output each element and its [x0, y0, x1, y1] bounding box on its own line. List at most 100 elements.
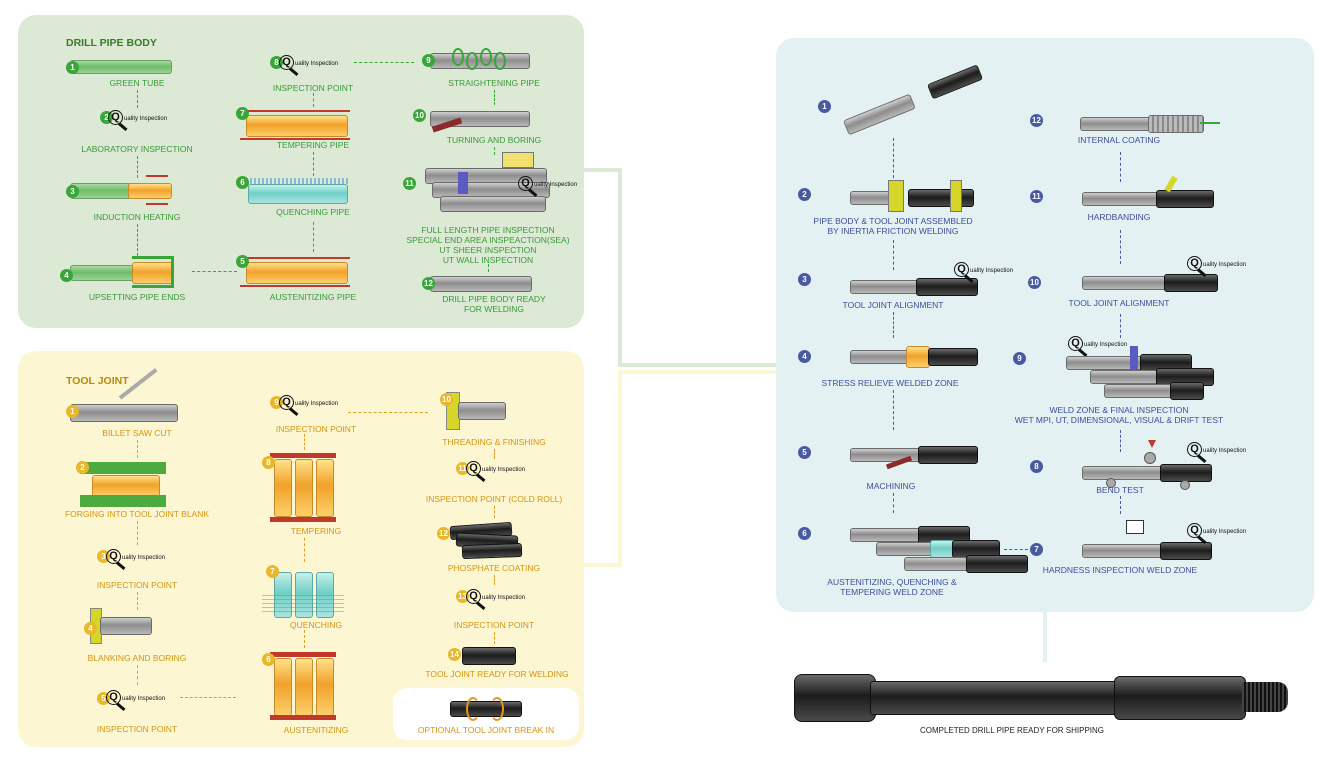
tempering-heater-bottom: [240, 138, 350, 140]
flow-arrow: [137, 592, 138, 610]
step-label: INSPECTION POINT: [275, 424, 357, 434]
forging-press-top: [80, 462, 166, 474]
friction-welder-clamp: [888, 180, 904, 212]
step-number: 7: [236, 107, 249, 120]
austenitizing-joint: [316, 658, 334, 716]
final-inspection-joint: [1170, 382, 1204, 400]
final-pipe-box-end: [794, 674, 876, 722]
step-number: 2: [76, 461, 89, 474]
step-label: TEMPERING: [290, 526, 342, 536]
flow-arrow: [1004, 549, 1028, 550]
step-number: 11: [403, 177, 416, 190]
step-label: TOOL JOINT READY FOR WELDING: [425, 669, 569, 679]
billet: [70, 404, 178, 422]
step-label: TOOL JOINT ALIGNMENT: [842, 300, 944, 310]
flow-arrow: [313, 93, 314, 107]
step-number: 12: [437, 527, 450, 540]
bend-roller: [1106, 478, 1116, 488]
flow-arrow: [304, 538, 305, 562]
alignment-pipe: [1082, 276, 1170, 290]
hardband-pipe: [1082, 192, 1160, 206]
step-number: 5: [798, 446, 811, 459]
flow-arrow: [494, 147, 495, 155]
flow-arrow: [313, 222, 314, 252]
flow-arrow: [494, 506, 495, 518]
step-label: FULL LENGTH PIPE INSPECTION SPECIAL END …: [406, 225, 570, 265]
green-tube-pipe: [70, 60, 172, 74]
coating-lance: [1200, 122, 1220, 124]
inspection-pipe: [440, 196, 546, 212]
step-label: INSPECTION POINT: [96, 724, 178, 734]
flow-arrow: [1120, 152, 1121, 182]
step-label: HARDBANDING: [1087, 212, 1151, 222]
flow-arrow: [1120, 430, 1121, 452]
tempering-heater-bottom: [270, 517, 336, 522]
hardness-tester: [1126, 520, 1144, 534]
flow-arrow: [137, 90, 138, 108]
step-number: 4: [798, 350, 811, 363]
step-number: 1: [66, 61, 79, 74]
step-label: THREADING & FINISHING: [442, 437, 546, 447]
stress-relief-zone: [906, 346, 930, 368]
step-number: 6: [236, 176, 249, 189]
flow-arrow: [137, 224, 138, 256]
step-number: 10: [440, 393, 453, 406]
step-number: 14: [448, 648, 461, 661]
tool-joint-title: TOOL JOINT: [66, 375, 129, 387]
final-pipe-body: [870, 681, 1122, 715]
step-number: 7: [266, 565, 279, 578]
weld-zone-pipe: [904, 557, 968, 571]
flow-arrow: [137, 440, 138, 458]
straightener-roll: [480, 48, 492, 66]
heater-bottom: [240, 285, 350, 287]
forging-press-bottom: [80, 495, 166, 507]
hardness-joint: [1160, 542, 1212, 560]
tempering-pipe: [246, 115, 348, 137]
quench-spray: [246, 178, 348, 184]
bend-test-pipe: [1082, 466, 1164, 480]
bored-blank: [100, 617, 152, 635]
flow-arrow: [137, 156, 138, 178]
flow-arrow: [137, 521, 138, 545]
step-label: INSPECTION POINT: [272, 83, 354, 93]
step-label: INSPECTION POINT (COLD ROLL): [425, 494, 563, 504]
rotate-arrow-icon: [490, 697, 504, 721]
step-label: PHOSPHATE COATING: [447, 563, 541, 573]
step-number: 12: [1030, 114, 1043, 127]
ut-probe-clamp: [458, 172, 468, 194]
step-number: 8: [262, 456, 275, 469]
quench-water: [262, 592, 344, 612]
welded-pipe: [850, 350, 912, 364]
step-number: 6: [262, 653, 275, 666]
final-inspection-pipe: [1090, 370, 1162, 384]
step-number: 3: [66, 185, 79, 198]
tempered-joint: [274, 459, 292, 517]
step-label: INSPECTION POINT: [453, 620, 535, 630]
step-label: INSPECTION POINT: [96, 580, 178, 590]
step-label: BLANKING AND BORING: [87, 653, 187, 663]
step-label: UPSETTING PIPE ENDS: [88, 292, 186, 302]
finished-tool-joint: [462, 647, 516, 665]
final-pipe-pin-end: [1114, 676, 1246, 720]
upset-tube-pipe: [70, 265, 134, 281]
step-number: 2: [798, 188, 811, 201]
flow-arrow: [893, 240, 894, 270]
welded-pipe: [850, 280, 922, 294]
flow-arrow: [304, 630, 305, 648]
flow-arrow: [1120, 496, 1121, 514]
rotate-arrow-icon: [466, 697, 480, 721]
coated-joint: [1148, 115, 1204, 133]
bend-roller: [1180, 480, 1190, 490]
step-number: 3: [798, 273, 811, 286]
step-number: 11: [456, 462, 469, 475]
step-label: PIPE BODY & TOOL JOINT ASSEMBLED BY INER…: [813, 216, 973, 236]
coated-pipe: [1080, 117, 1152, 131]
